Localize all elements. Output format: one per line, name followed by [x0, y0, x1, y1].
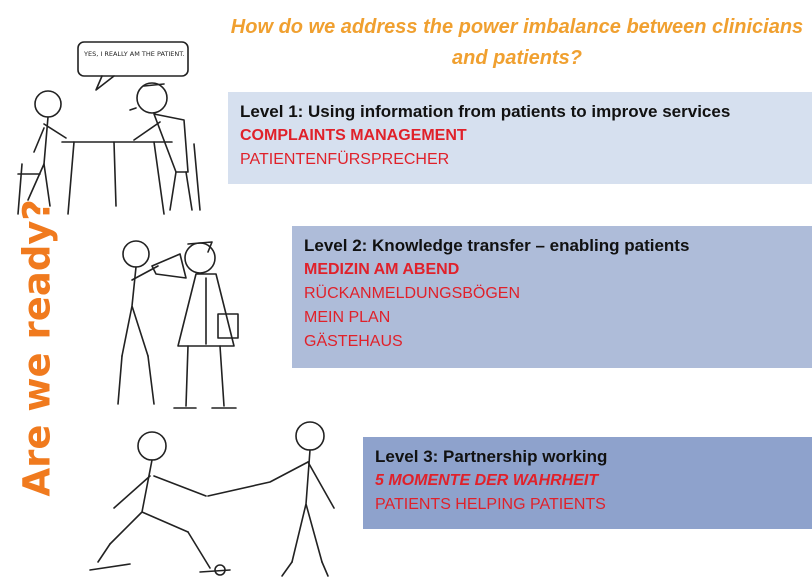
- level-2-item: MEIN PLAN: [304, 309, 391, 326]
- level-2-item: MEDIZIN AM ABEND: [304, 261, 460, 278]
- cartoon-patient-doctor-table: YES, I REALLY AM THE PATIENT.: [17, 41, 201, 215]
- side-label: Are we ready?: [15, 199, 59, 497]
- speech-bubble-text: YES, I REALLY AM THE PATIENT.: [83, 50, 185, 58]
- cartoon-ear-trumpet: [117, 240, 239, 409]
- cartoon-helping-hand: [89, 421, 335, 577]
- level-1-heading: Level 1: Using information from patients…: [240, 102, 731, 121]
- slide-title: How do we address the power imbalance be…: [230, 16, 804, 69]
- level-2-heading: Level 2: Knowledge transfer – enabling p…: [304, 236, 690, 255]
- level-2-item: RÜCKANMELDUNGSBÖGEN: [304, 285, 521, 302]
- level-2-box: Level 2: Knowledge transfer – enabling p…: [292, 226, 812, 368]
- level-3-heading: Level 3: Partnership working: [375, 447, 608, 466]
- level-3-item: 5 MOMENTE DER WAHRHEIT: [375, 472, 599, 489]
- level-1-item: PATIENTENFÜRSPRECHER: [240, 151, 450, 168]
- level-2-item: GÄSTEHAUS: [304, 333, 403, 350]
- level-3-box: Level 3: Partnership working 5 MOMENTE D…: [363, 437, 812, 529]
- level-1-box: Level 1: Using information from patients…: [228, 92, 812, 184]
- level-3-item: PATIENTS HELPING PATIENTS: [375, 496, 606, 513]
- level-1-item: COMPLAINTS MANAGEMENT: [240, 127, 467, 144]
